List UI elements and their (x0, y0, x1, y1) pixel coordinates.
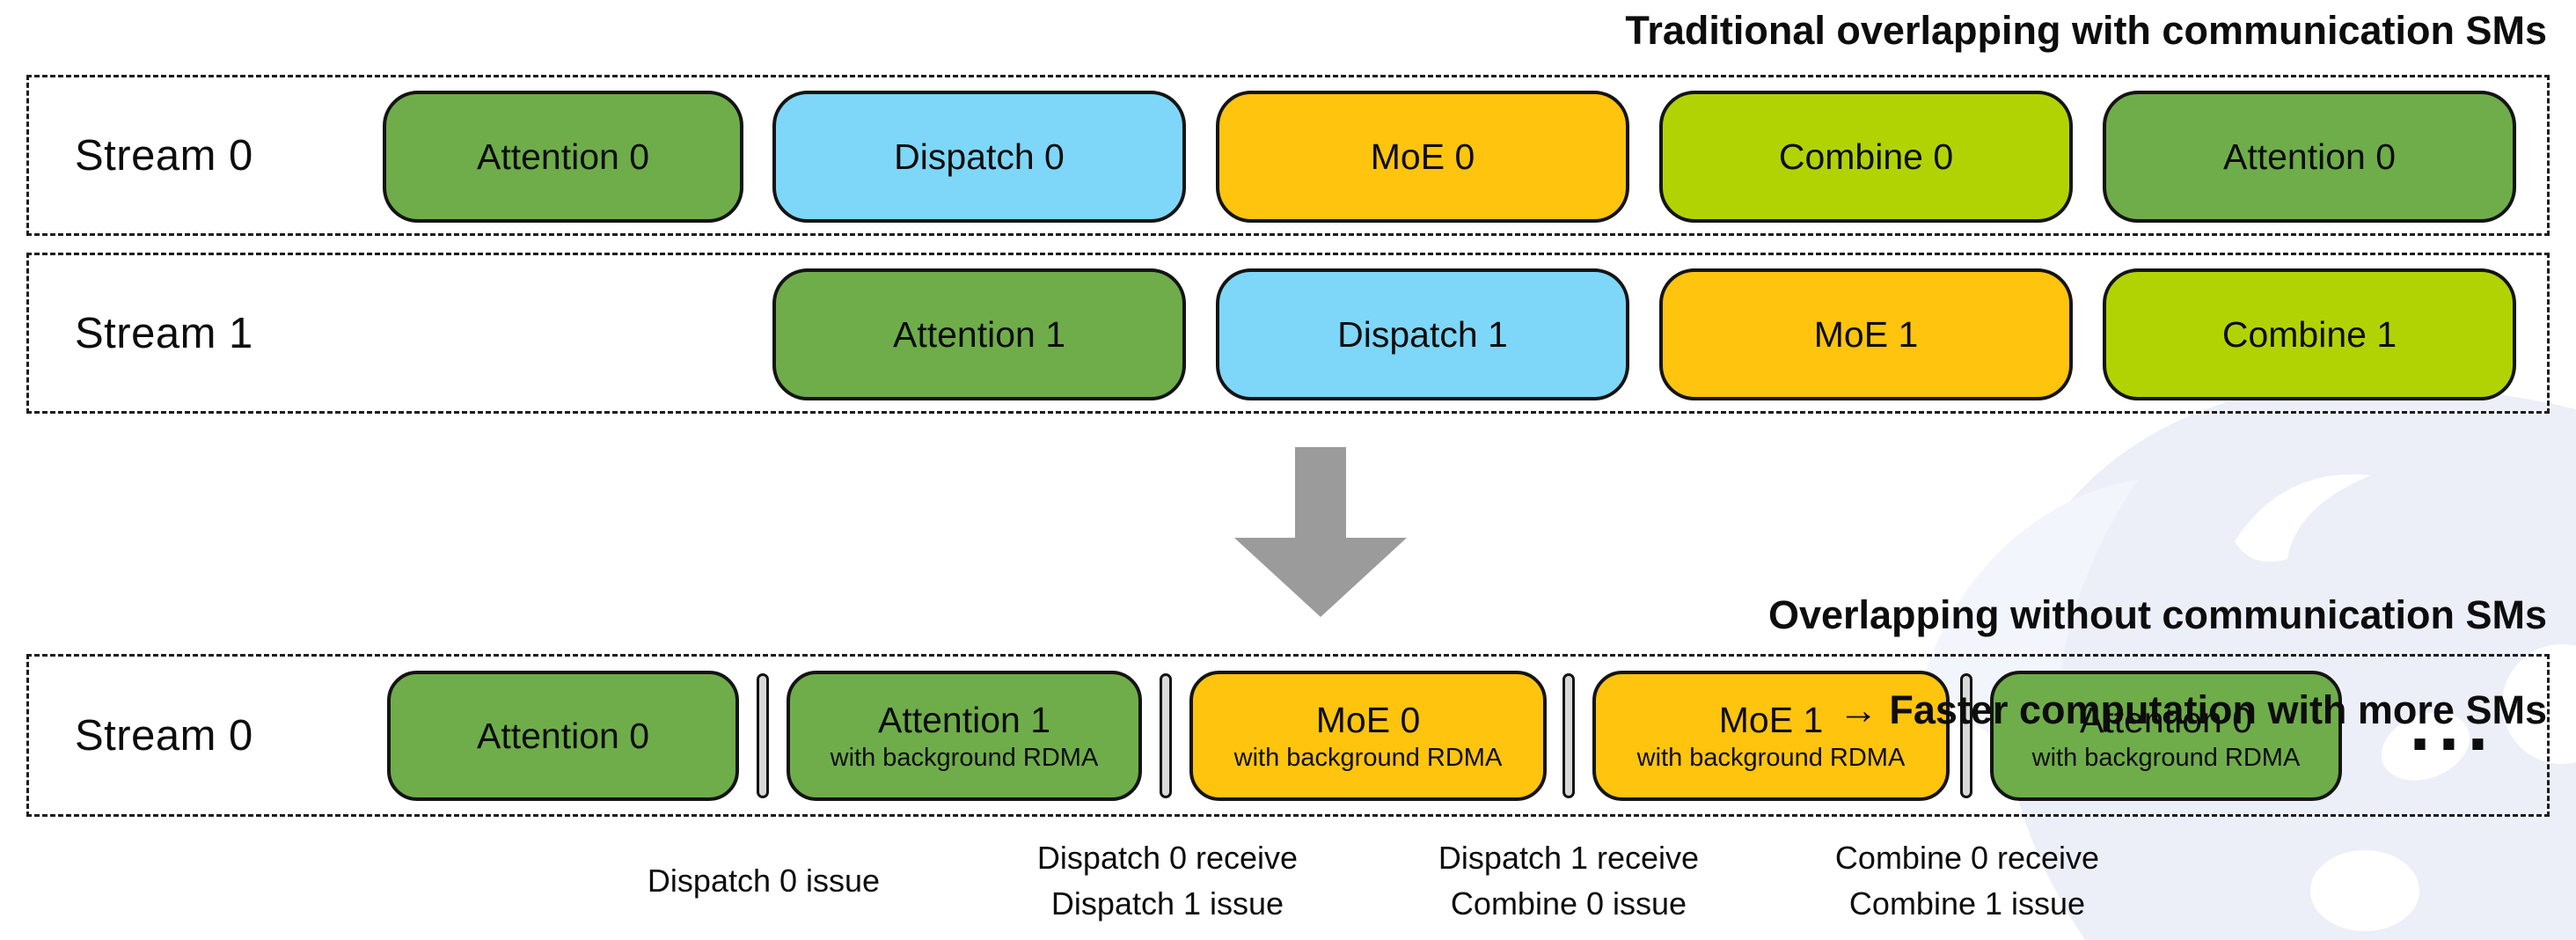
title-overlapping-line1: Overlapping without communication SMs (1767, 592, 2547, 637)
block-attention-0: Attention 0 (387, 671, 739, 801)
stream-separator-bar (1562, 673, 1575, 798)
timeline-label-line: Dispatch 0 issue (647, 863, 881, 899)
watermark-cutout-4 (2235, 474, 2371, 562)
timeline-label-line: Combine 1 issue (1848, 885, 2086, 922)
bottom-stream0-label: Stream 0 (75, 711, 253, 760)
block-label: Attention 0 (476, 716, 650, 756)
block-label: MoE 0 (1370, 136, 1475, 177)
block-moe-1: MoE 1 with background RDMA (1592, 671, 1950, 801)
stream1-box: Stream 1 Attention 1 Dispatch 1 MoE 1 Combi… (26, 253, 2550, 414)
stream0-box: Stream 0 Attention 0 Dispatch 0 MoE 0 Combi… (26, 75, 2550, 236)
stream-separator-bar (1960, 673, 1972, 798)
timeline-label-line: Dispatch 0 receive (1036, 840, 1299, 876)
block-attention-1: Attention 1 (772, 268, 1186, 400)
block-dispatch-1: Dispatch 1 (1216, 268, 1629, 400)
block-label: Combine 1 (2221, 314, 2397, 355)
stream-separator-bar (757, 673, 769, 798)
watermark-tail-shape (1927, 480, 2138, 757)
bottom-stream0-box: Stream 0 Attention 0 Attention 1 with back… (26, 654, 2550, 817)
block-label: MoE 1 (1813, 314, 1919, 355)
block-combine-1: Combine 1 (2103, 268, 2516, 400)
block-label: Attention 1 (892, 314, 1066, 355)
block-label: Attention 0 (2222, 136, 2397, 177)
watermark-blob (2002, 384, 2576, 940)
block-dispatch-0: Dispatch 0 (772, 91, 1186, 223)
stream0-label: Stream 0 (75, 131, 253, 180)
block-label: Attention 0 (2079, 699, 2253, 740)
block-combine-0: Combine 0 (1659, 91, 2073, 223)
timeline-label-line: Dispatch 1 issue (1050, 885, 1284, 922)
timeline-label-dispatch-0-issue: Dispatch 0 issue (535, 834, 992, 928)
title-traditional-overlapping: Traditional overlapping with communicati… (1625, 8, 2547, 53)
title-overlapping-without-sms: Overlapping without communication SMs → … (1768, 544, 2547, 782)
block-moe-0: MoE 0 (1216, 91, 1629, 223)
block-attention-0: Attention 0 (383, 91, 743, 223)
block-label: MoE 1 (1718, 699, 1824, 740)
watermark-cutout-2 (2381, 712, 2470, 781)
block-subtitle: with background RDMA (1233, 743, 1503, 772)
title-overlapping-line2: → Faster computation with more SMs (1838, 687, 2547, 732)
timeline-label-line: Dispatch 1 receive (1438, 840, 1700, 876)
continuation-ellipsis: ... (2409, 682, 2497, 767)
block-attention-0: Attention 0 with background RDMA (1990, 671, 2342, 801)
block-label: Dispatch 1 (1337, 314, 1508, 355)
block-label: Attention 0 (476, 136, 650, 177)
stream-separator-bar (1160, 673, 1172, 798)
block-label: Combine 0 (1778, 136, 1954, 177)
block-subtitle: with background RDMA (1636, 743, 1906, 772)
stream1-label: Stream 1 (75, 309, 253, 357)
block-moe-0: MoE 0 with background RDMA (1189, 671, 1547, 801)
block-moe-1: MoE 1 (1659, 268, 2073, 400)
block-label: MoE 0 (1315, 699, 1421, 740)
timeline-label-line: Combine 0 issue (1450, 885, 1687, 922)
watermark-cutout-1 (2502, 644, 2576, 764)
block-attention-0: Attention 0 (2103, 91, 2516, 223)
block-label: Attention 1 (877, 699, 1051, 740)
block-subtitle: with background RDMA (2031, 743, 2301, 772)
watermark-cutout-3 (2310, 850, 2419, 931)
block-subtitle: with background RDMA (830, 743, 1099, 772)
down-arrow-icon (1234, 447, 1407, 617)
timeline-label-line: Combine 0 receive (1834, 840, 2100, 876)
block-label: Dispatch 0 (894, 136, 1065, 177)
block-attention-1: Attention 1 with background RDMA (787, 671, 1142, 801)
